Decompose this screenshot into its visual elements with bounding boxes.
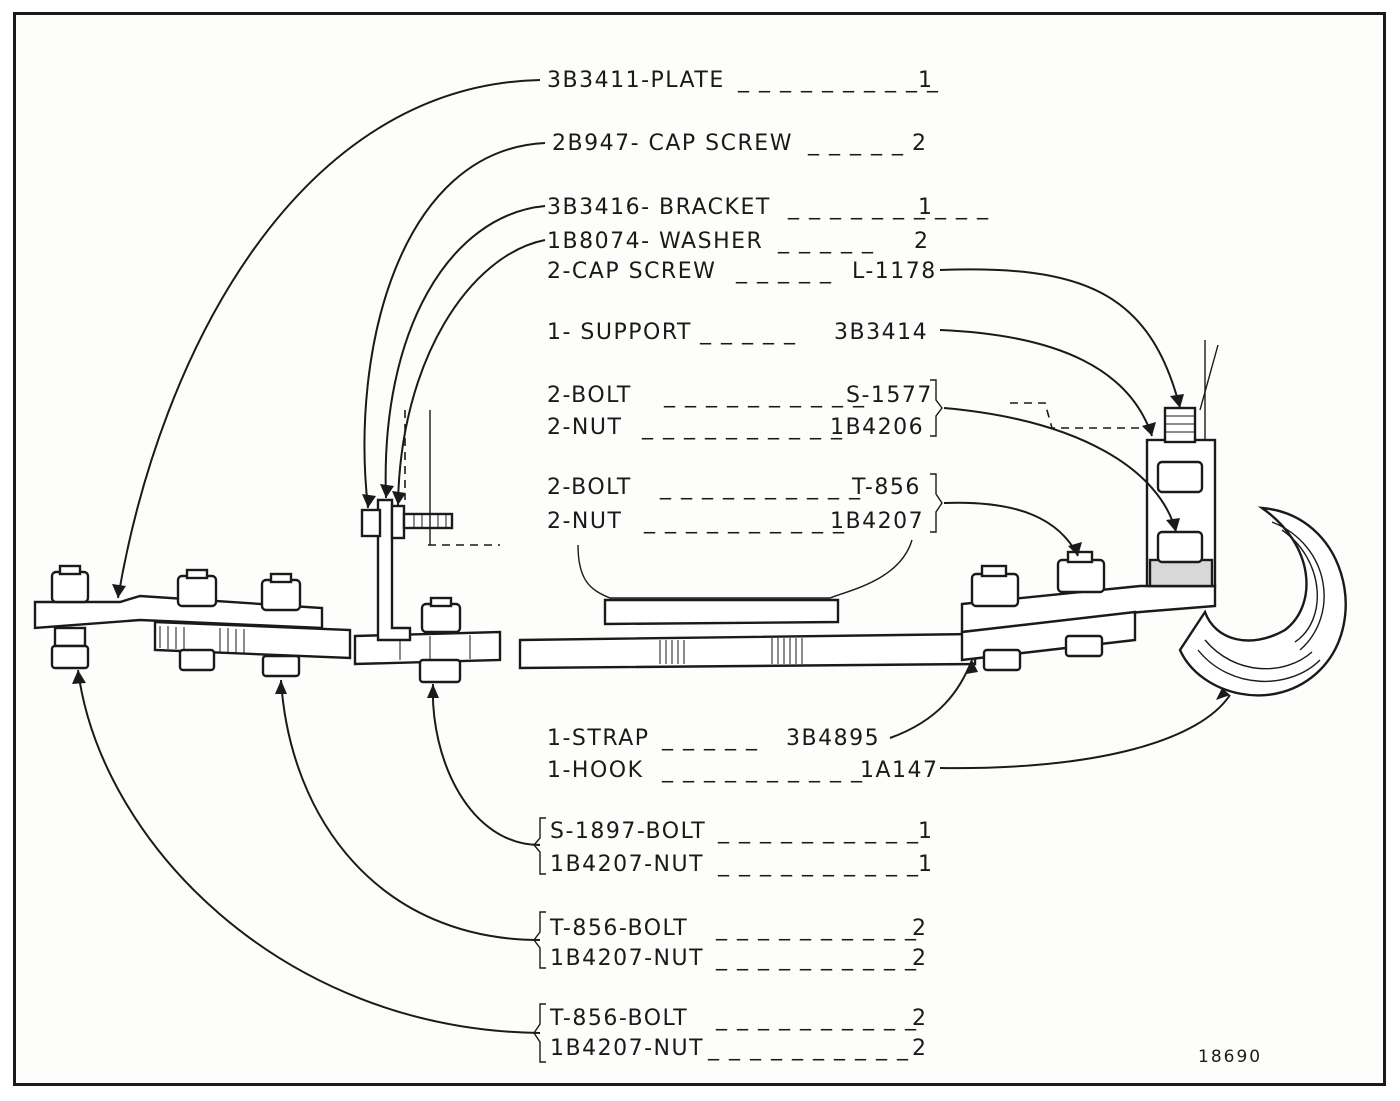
nut-3-cap — [269, 572, 293, 584]
cap-screw-l1178 — [1163, 406, 1197, 444]
label-bolt-t856: 2-BOLT — [547, 475, 632, 500]
left-plate-assembly — [33, 564, 352, 678]
leader-dots: _ _ _ _ _ — [807, 131, 904, 156]
label-nut-1b4207: 2-NUT — [547, 509, 622, 534]
label-bolt-s1577: 2-BOLT — [547, 383, 632, 408]
leader-bolt-nut-s1577 — [943, 407, 1177, 533]
leader-lines — [72, 79, 1231, 1034]
figure-number: 18690 — [1198, 1047, 1262, 1067]
part-support: 3B3414 — [834, 320, 928, 345]
nut-1-cap — [58, 564, 82, 576]
nut-2 — [176, 574, 218, 608]
leader-strap — [889, 659, 973, 739]
label-cap-screw-2b947: 2B947- CAP SCREW — [552, 131, 793, 156]
group-braces — [533, 379, 943, 1063]
label-strap: 1-STRAP — [547, 726, 650, 751]
leader-dots: _ _ _ _ _ _ _ _ _ _ — [715, 916, 917, 941]
support-pad — [577, 539, 913, 626]
bracket — [376, 498, 412, 642]
qty-group3-nut: 2 — [912, 1036, 928, 1061]
qty-group1-bolt: 1 — [918, 819, 934, 844]
leader-dots: _ _ _ _ _ _ _ _ _ _ — [717, 819, 919, 844]
qty-cap-screw-2b947: 2 — [912, 131, 928, 156]
label-cap-screw-l1178: 2-CAP SCREW — [547, 259, 716, 284]
leader-cap-screw-l — [939, 268, 1181, 409]
leader-dots: _ _ _ _ _ _ _ _ _ _ — [717, 852, 919, 877]
leader-dots: _ _ _ _ _ — [699, 320, 796, 345]
label-group1-nut: 1B4207-NUT — [550, 852, 704, 877]
lower-plate-hatching — [159, 626, 245, 653]
bolt-head-s1897 — [418, 658, 462, 684]
leader-dots: _ _ _ _ _ — [735, 259, 832, 284]
nut-3 — [260, 578, 302, 612]
leader-group2 — [280, 679, 541, 941]
leader-group1 — [431, 683, 541, 846]
label-bracket: 3B3416- BRACKET — [547, 195, 771, 220]
leader-cap-screw-2b — [363, 142, 546, 509]
leader-dots: _ _ _ _ _ _ _ _ _ _ — [643, 509, 845, 534]
leader-dots: _ _ _ _ _ _ _ _ _ _ — [715, 946, 917, 971]
leader-bolt-nut-t856 — [943, 501, 1079, 557]
bracket-washer-2 — [390, 504, 406, 540]
part-nut-1b4206: 1B4206 — [830, 415, 924, 440]
leader-dots: _ _ _ _ _ — [777, 229, 874, 254]
part-hook: 1A147 — [860, 758, 939, 783]
leader-dots: _ _ _ _ _ — [661, 726, 758, 751]
label-group2-nut: 1B4207-NUT — [550, 946, 704, 971]
leader-support — [939, 329, 1153, 437]
leader-plate — [117, 79, 541, 599]
qty-plate: 1 — [918, 68, 934, 93]
leader-dots: _ _ _ _ _ _ _ _ _ _ — [737, 68, 939, 93]
bolt-head-2 — [178, 648, 216, 672]
label-washer: 1B8074- WASHER — [547, 229, 763, 254]
leader-dots: _ _ _ _ _ _ _ _ _ _ — [787, 195, 989, 220]
label-plate: 3B3411-PLATE — [547, 68, 725, 93]
qty-washer: 2 — [914, 229, 930, 254]
part-bolt-s1577: S-1577 — [846, 383, 933, 408]
leader-bracket — [384, 205, 546, 499]
hook-assembly — [960, 340, 1347, 697]
bracket-washer — [360, 508, 382, 538]
qty-group2-nut: 2 — [912, 946, 928, 971]
nut-2-cap — [185, 568, 209, 580]
leader-group3 — [77, 669, 541, 1034]
leader-dots: _ _ _ _ _ _ _ _ _ _ — [663, 383, 865, 408]
leader-dots: _ _ _ _ _ _ _ _ _ _ — [661, 758, 863, 783]
leader-dots: _ _ _ _ _ _ _ _ _ _ — [659, 475, 861, 500]
nut-s1897 — [420, 602, 462, 634]
part-cap-screw-l1178: L-1178 — [852, 259, 937, 284]
qty-group2-bolt: 2 — [912, 916, 928, 941]
label-group3-nut: 1B4207-NUT — [550, 1036, 704, 1061]
leader-hook — [939, 694, 1231, 770]
bolt-head-1 — [50, 644, 90, 670]
nut-s1897-cap — [429, 596, 453, 608]
leader-dots: _ _ _ _ _ _ _ _ _ _ — [715, 1006, 917, 1031]
bracket-assembly — [353, 410, 502, 684]
plate-bar — [33, 594, 324, 630]
leader-dots: _ _ _ _ _ _ _ _ _ _ — [641, 415, 843, 440]
qty-group1-nut: 1 — [918, 852, 934, 877]
hook-1a147 — [1178, 506, 1347, 697]
label-nut-1b4206: 2-NUT — [547, 415, 622, 440]
nut-1 — [50, 570, 90, 604]
leader-dots: _ _ _ _ _ _ _ _ _ _ — [707, 1036, 909, 1061]
qty-group3-bolt: 2 — [912, 1006, 928, 1031]
leader-washer — [397, 239, 546, 506]
label-group3-bolt: T-856-BOLT — [549, 1006, 688, 1031]
long-bar — [518, 632, 977, 670]
bolt-shank-1 — [53, 626, 87, 648]
label-support: 1- SUPPORT — [547, 320, 692, 345]
label-group2-bolt: T-856-BOLT — [549, 916, 688, 941]
part-nut-1b4207: 1B4207 — [830, 509, 924, 534]
cap-screw-2b947 — [402, 512, 454, 530]
qty-bracket: 1 — [918, 195, 934, 220]
bolt-head-3 — [261, 654, 301, 678]
label-group1-bolt: S-1897-BOLT — [550, 819, 706, 844]
part-strap: 3B4895 — [786, 726, 880, 751]
callout-labels: 3B3411-PLATE _ _ _ _ _ _ _ _ _ _ 1 2B947… — [547, 68, 1262, 1067]
strap-lower — [960, 610, 1137, 662]
label-hook: 1-HOOK — [547, 758, 644, 783]
part-bolt-t856: T-856 — [851, 475, 921, 500]
